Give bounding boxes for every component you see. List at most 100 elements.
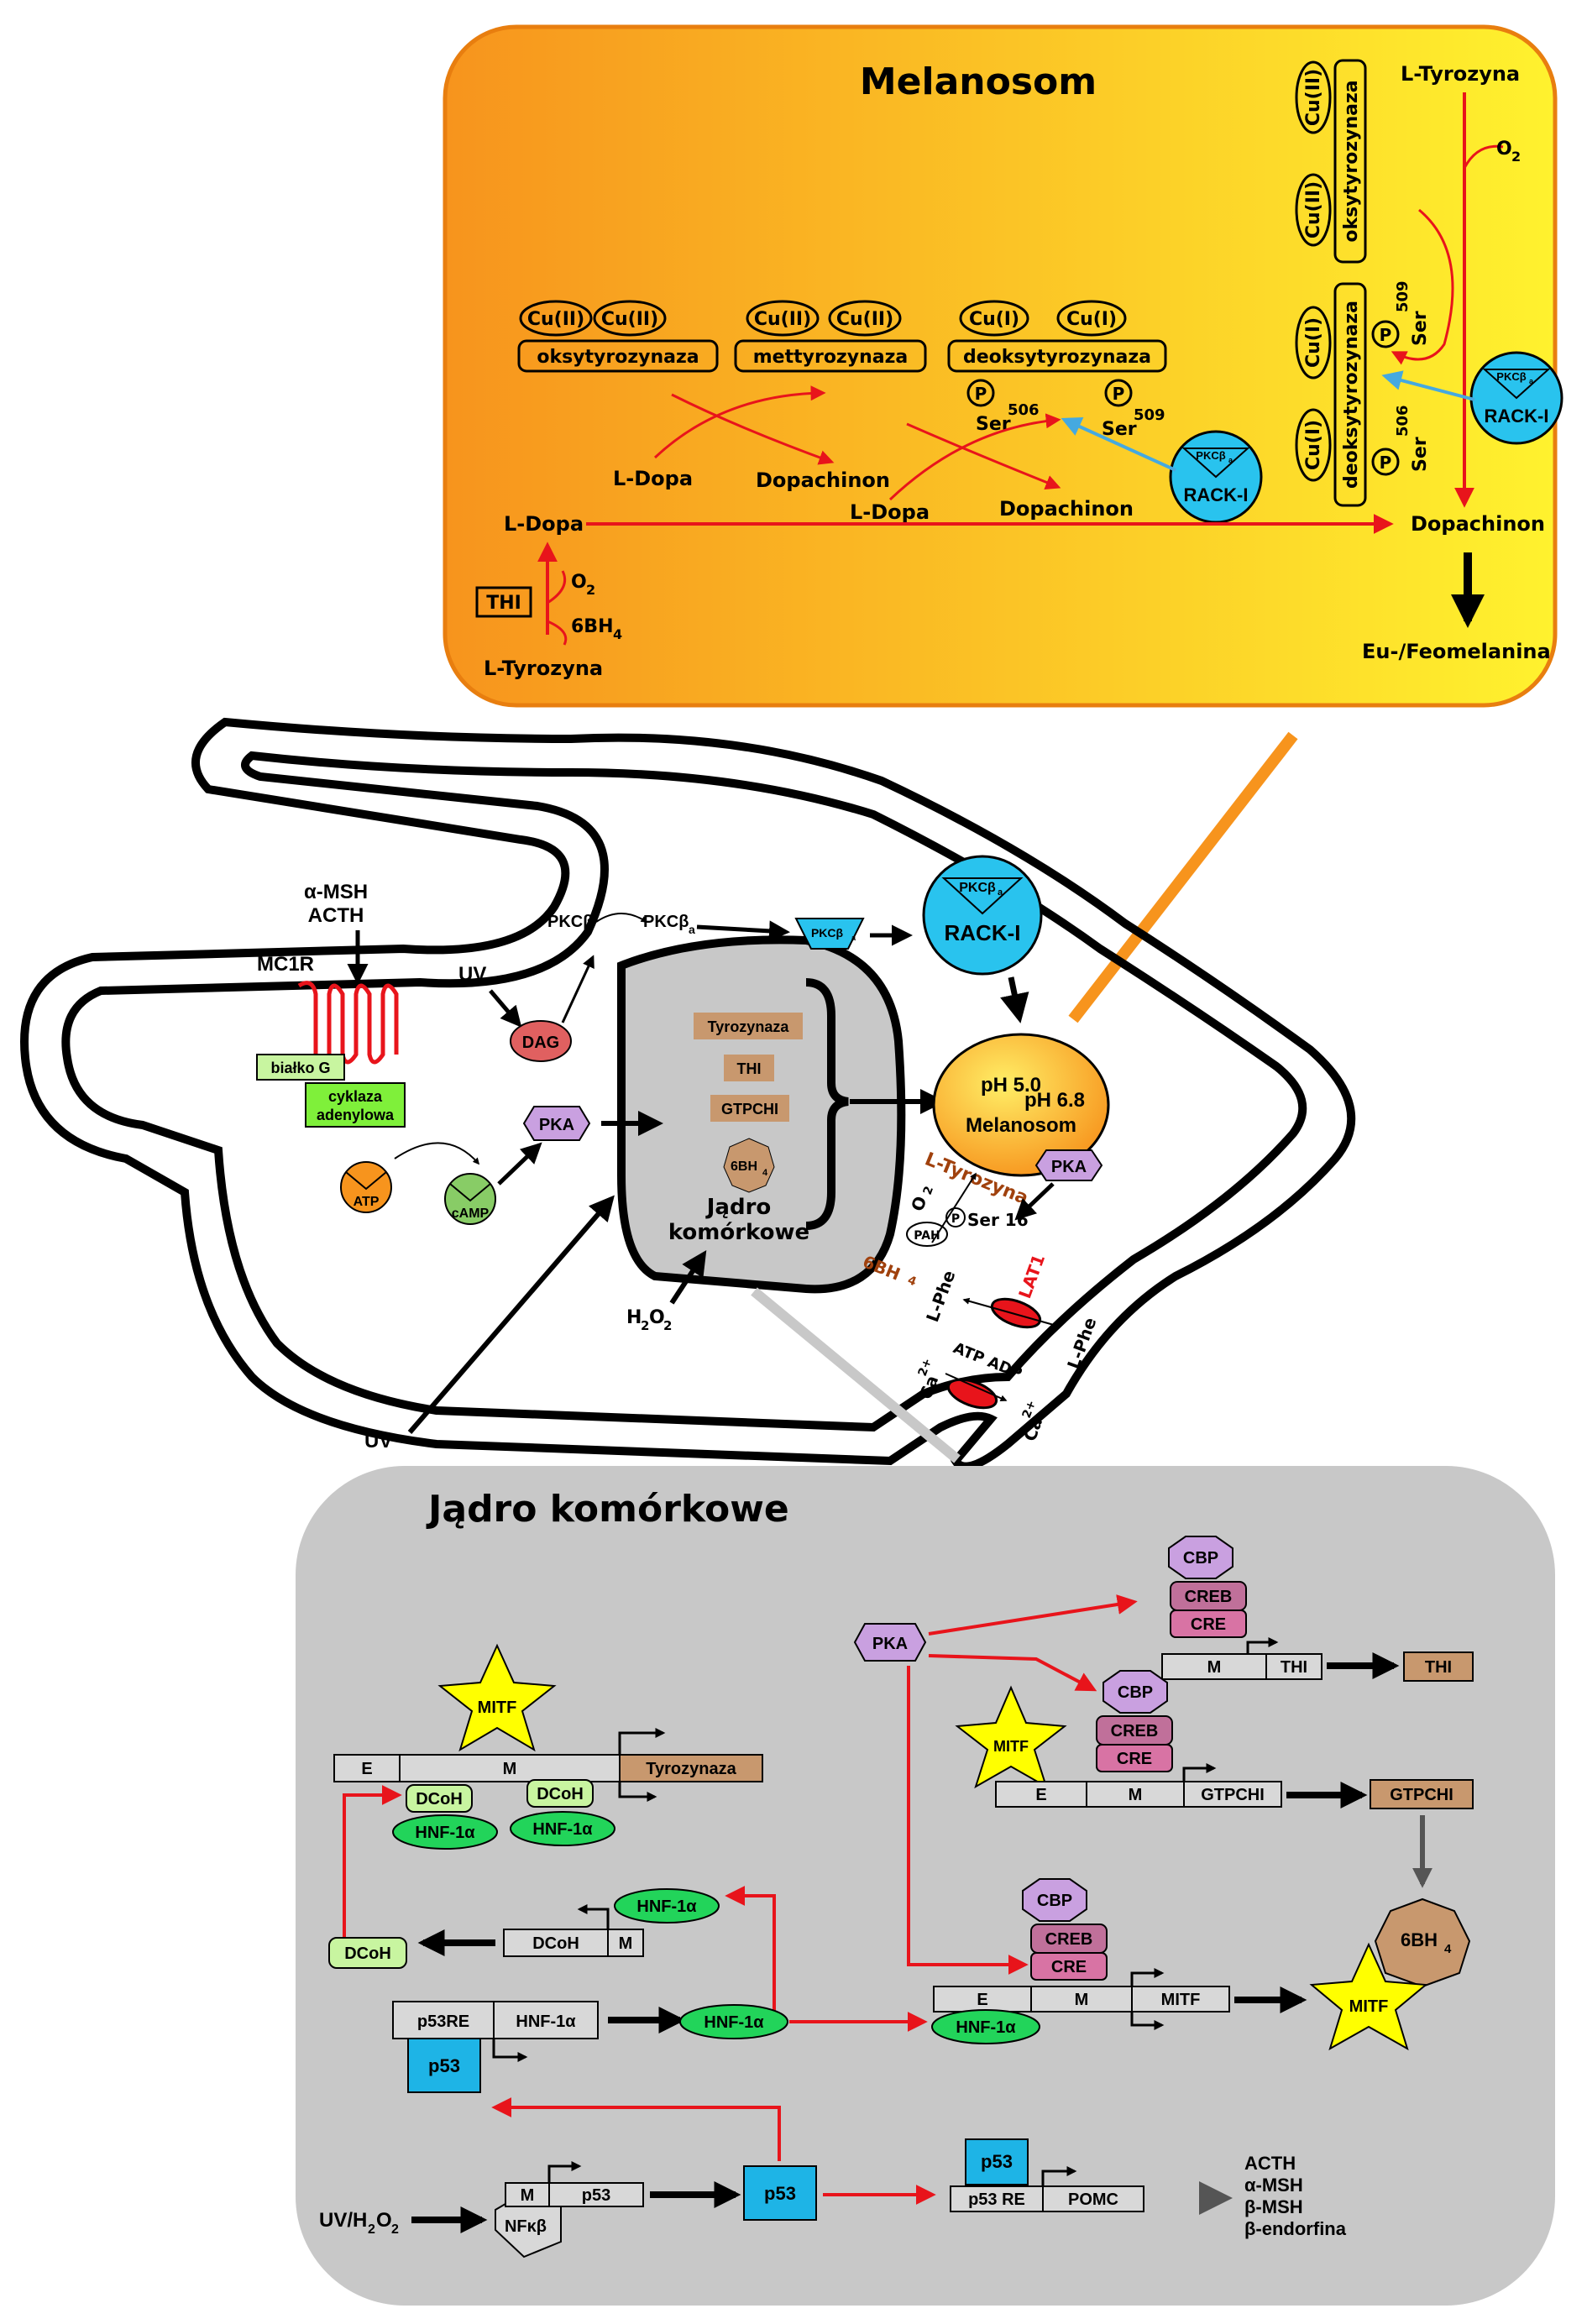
- atp-circle: [340, 1161, 392, 1213]
- cu2-label: Cu(II): [1303, 181, 1324, 238]
- gene-e-label: E: [1035, 1786, 1046, 1804]
- bh4-label: 6BH: [1401, 1929, 1438, 1950]
- rack-i-cell-label: RACK-I: [945, 920, 1021, 945]
- cu2-label: Cu(II): [601, 309, 658, 330]
- vertical-enzyme-column: Cu(II) Cu(II) oksytyrozynaza Cu(I) Cu(I)…: [1295, 59, 1431, 507]
- reaction-arrow: [671, 393, 835, 465]
- gene-tyrozynaza-label: Tyrozynaza: [646, 1760, 736, 1778]
- gene-tyrozynaza-box: [619, 1754, 763, 1782]
- dag-to-pkc-arrow: [561, 955, 594, 1023]
- nfkb-label: NFκβ: [505, 2217, 547, 2236]
- phospho-circle: [1371, 320, 1400, 348]
- gene-mitf-box: [1131, 1986, 1230, 2013]
- ca-sup-in: 2+: [916, 1357, 935, 1379]
- cu1-ellipse: [1295, 408, 1332, 482]
- bh4-label: 6BH: [571, 616, 614, 637]
- phospho-label: P: [1380, 325, 1392, 345]
- cu1-ellipse: [1056, 300, 1127, 337]
- pkc-sub: a: [1529, 377, 1534, 385]
- hnf-label: HNF-1α: [532, 1820, 593, 1839]
- cu1-label: Cu(I): [1066, 309, 1117, 330]
- tyrozynaza-box: [694, 1013, 803, 1039]
- cre-label: CRE: [1051, 1958, 1087, 1976]
- mitf-label: MITF: [993, 1738, 1029, 1755]
- gene-m-box-thi: [1161, 1653, 1267, 1680]
- dcoh-box: [526, 1779, 594, 1808]
- cu2-ellipse: [828, 300, 902, 337]
- product-a-msh: α-MSH: [1244, 2175, 1303, 2196]
- gene-m-box: [399, 1754, 621, 1782]
- l-dopa-label: L-Dopa: [850, 500, 930, 524]
- ser506-number: 506: [1394, 405, 1412, 437]
- tss-arrow: [577, 1904, 610, 1929]
- lat1-label: LAT1: [1014, 1252, 1049, 1301]
- hnf-feedback-arrow: [725, 1886, 776, 2020]
- h2o2-o: O: [649, 1307, 665, 1328]
- cre-box: [1170, 1610, 1247, 1638]
- creb-label: CREB: [1045, 1930, 1093, 1949]
- ser506-number: 506: [1008, 401, 1040, 419]
- cre-label: CRE: [1191, 1615, 1226, 1634]
- mitf-product-star: [1309, 1942, 1428, 2051]
- orange-connector: [1068, 731, 1298, 1023]
- cu2-label: Cu(II): [836, 309, 893, 330]
- acth-label: ACTH: [308, 904, 364, 927]
- gtpchi-product-box: [1370, 1779, 1474, 1809]
- cu2-ellipse: [1295, 173, 1332, 247]
- pka-to-mitf-creb-arrow: [907, 1666, 1029, 1975]
- o2-label: O: [1496, 139, 1512, 160]
- nucleus-label-2: komórkowe: [668, 1220, 809, 1245]
- cbp-label: CBP: [1183, 1549, 1218, 1568]
- product-b-msh: β-MSH: [1244, 2196, 1303, 2217]
- thi-product-label: THI: [1425, 1658, 1452, 1677]
- enzyme-mettyrozynaza-group: Cu(II) Cu(II) mettyrozynaza: [734, 300, 927, 373]
- rack-i-label: RACK-I: [1184, 484, 1249, 505]
- reaction-arrow: [906, 422, 1061, 490]
- enzyme-box-oksy: [517, 339, 719, 373]
- rack-i-label: RACK-I: [1485, 406, 1549, 427]
- blue-phospho-arrow: [1381, 370, 1475, 401]
- hnf-ellipse-mitf: [931, 2009, 1040, 2044]
- p53-feedback-arrow: [491, 2097, 781, 2161]
- h2o2-sub-1: 2: [368, 2222, 375, 2237]
- thi-label: THI: [486, 593, 521, 614]
- gene-hnf-box: [493, 2001, 599, 2039]
- hnf-ellipse-top: [614, 1888, 720, 1924]
- gene-m-box-small: [607, 1929, 644, 1957]
- pkcba-shape-label: PKCβ: [811, 926, 844, 940]
- gene-gtpchi-label: GTPCHI: [1201, 1786, 1265, 1804]
- enzyme-label-deoksytyrozynaza: deoksytyrozynaza: [963, 347, 1151, 368]
- pkc-sub: a: [998, 887, 1003, 898]
- bh4-heptagon: [723, 1138, 775, 1193]
- nucleus-label-1: Jądro: [705, 1195, 772, 1220]
- ca-arrow: [945, 1373, 1008, 1402]
- cyklaza-label-2: adenylowa: [317, 1107, 395, 1123]
- bh4-cell-sub: 4: [906, 1274, 919, 1290]
- creb-label: CREB: [1185, 1588, 1233, 1606]
- phospho-label: P: [975, 384, 987, 404]
- pah-phospho: [945, 1207, 966, 1227]
- thi-product-box: [1403, 1651, 1474, 1682]
- ca-pump: [946, 1378, 998, 1410]
- cu2-ellipse: [1295, 60, 1332, 134]
- cbp-shape: [1168, 1536, 1233, 1579]
- enzyme-label-deoksy-vertical: deoksytyrozynaza: [1341, 301, 1362, 489]
- cu1-label: Cu(I): [969, 309, 1019, 330]
- camp-to-pka-arrow: [497, 1142, 542, 1186]
- hnf-ellipse: [392, 1814, 498, 1850]
- h2o2-2: 2: [641, 1318, 649, 1333]
- nucleus-panel-title: Jądro komórkowe: [426, 1488, 789, 1531]
- gtpchi-label: GTPCHI: [721, 1101, 778, 1118]
- gene-pomc-box: [1042, 2185, 1144, 2212]
- dcoh-label: DCoH: [537, 1785, 584, 1803]
- cell-membrane: [20, 717, 1356, 1471]
- pah-label: PAH: [914, 1229, 940, 1243]
- uv-bottom-label: UV: [364, 1430, 392, 1452]
- o2-sub: 2: [1511, 149, 1521, 165]
- p53re-pomc-label: p53 RE: [968, 2191, 1025, 2209]
- uv-h2o2-label: UV/H: [319, 2209, 367, 2232]
- mc1r-label: MC1R: [257, 953, 314, 976]
- pkc-label: PKCβ: [1496, 370, 1526, 383]
- pah-phospho-label: P: [951, 1212, 960, 1226]
- dopachinon-label: Dopachinon: [756, 468, 890, 492]
